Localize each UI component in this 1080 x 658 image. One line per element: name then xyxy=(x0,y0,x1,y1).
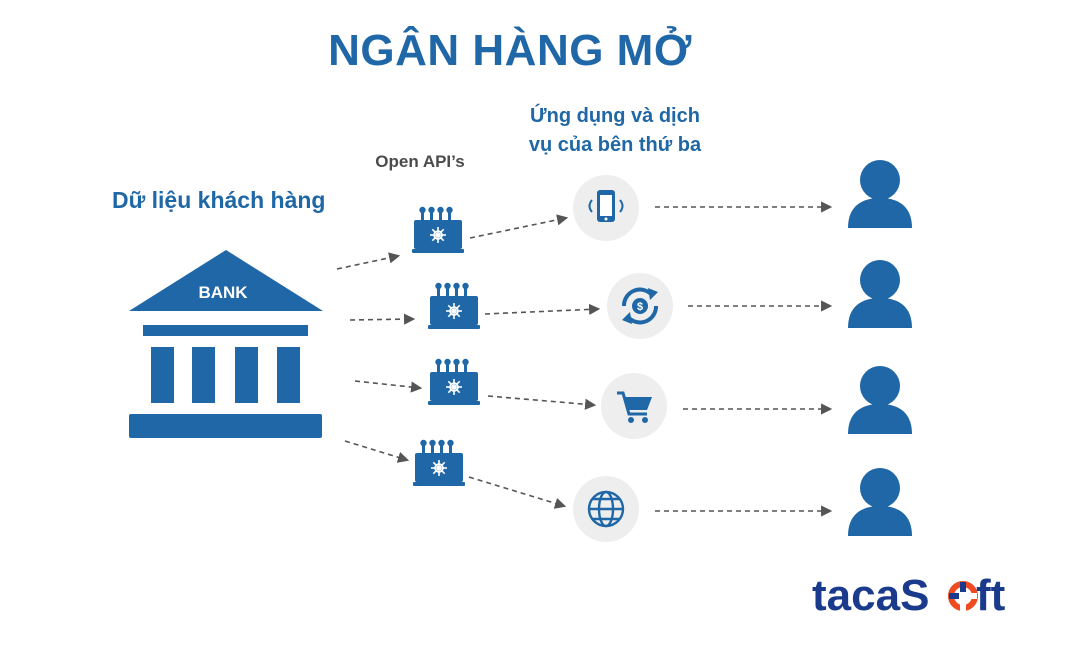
arrow xyxy=(354,380,423,393)
arrow xyxy=(349,313,416,325)
bank-column xyxy=(192,347,215,403)
service-globe xyxy=(573,476,639,542)
service-currency-exchange: $ xyxy=(607,273,673,339)
service-shopping-cart xyxy=(601,373,667,439)
service-to-user-arrows xyxy=(655,201,833,517)
logo-text-end: ft xyxy=(976,571,1006,620)
api-to-service-arrows xyxy=(468,214,601,509)
bank-building: BANK xyxy=(129,250,323,438)
arrow xyxy=(468,476,567,509)
bank-to-api-arrows xyxy=(336,252,423,463)
user-icon xyxy=(848,160,912,228)
arrow xyxy=(344,440,410,463)
user-icon xyxy=(848,468,912,536)
open-api-label: Open API’s xyxy=(375,152,465,171)
svg-text:$: $ xyxy=(637,301,643,313)
globe-icon xyxy=(587,490,625,528)
arrow xyxy=(469,214,569,239)
bank-base xyxy=(129,414,322,438)
shopping-cart-icon xyxy=(617,391,652,423)
service-smartphone xyxy=(573,175,639,241)
api-chip-icon xyxy=(411,206,465,254)
arrow xyxy=(487,395,597,410)
api-chip-icon xyxy=(412,438,466,487)
customer-data-label: Dữ liệu khách hàng xyxy=(112,187,326,213)
arrow xyxy=(484,303,601,315)
api-chip-icon xyxy=(427,281,481,330)
bank-entablature xyxy=(143,325,308,336)
bank-column xyxy=(235,347,258,403)
third-party-label-line2: vụ của bên thứ ba xyxy=(528,134,702,156)
page-title: NGÂN HÀNG MỞ xyxy=(328,26,692,75)
logo-o-mark xyxy=(948,581,978,611)
bank-label: BANK xyxy=(198,283,248,302)
bank-column xyxy=(151,347,174,403)
arrow xyxy=(336,252,401,270)
tacasoft-logo: tacaS ft xyxy=(812,571,1006,620)
third-party-label-line1: Ứng dụng và dịch xyxy=(530,105,700,127)
user-icon xyxy=(848,366,912,434)
bank-roof xyxy=(129,250,323,311)
smartphone-icon xyxy=(588,190,624,222)
api-chip-icon xyxy=(427,357,481,406)
bank-column xyxy=(277,347,300,403)
currency-exchange-icon: $ xyxy=(621,287,659,325)
logo-text: tacaS xyxy=(812,571,929,620)
third-party-services-label: Ứng dụng và dịch vụ của bên thứ ba xyxy=(500,102,730,160)
user-icon xyxy=(848,260,912,328)
